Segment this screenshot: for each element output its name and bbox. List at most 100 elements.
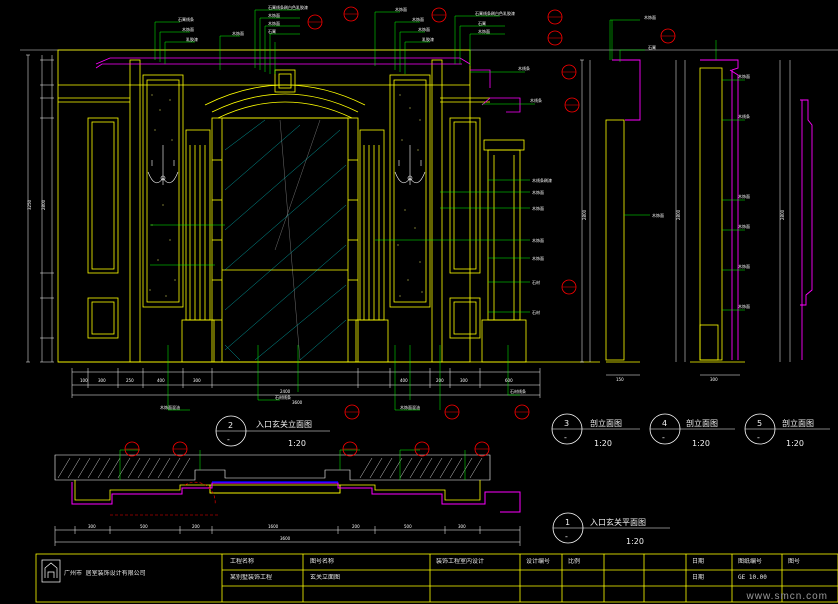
svg-text:木饰面: 木饰面 <box>738 193 750 199</box>
svg-text:木饰面: 木饰面 <box>532 237 544 243</box>
tb-number-label: 图号 <box>788 558 801 565</box>
svg-text:木饰面: 木饰面 <box>532 189 544 195</box>
svg-text:-: - <box>757 433 760 442</box>
view-title-1: 1 入口玄关平面图 1:20 - <box>552 512 670 546</box>
svg-text:300: 300 <box>88 524 96 529</box>
tb-date-label: 日期 <box>692 558 705 565</box>
svg-text:石膏线条刷白色乳胶漆: 石膏线条刷白色乳胶漆 <box>475 10 515 16</box>
svg-text:木饰面混油: 木饰面混油 <box>160 404 180 410</box>
svg-text:木饰面: 木饰面 <box>395 6 407 12</box>
annotation-leaders-right <box>150 71 535 313</box>
watermark: www.smcn.com <box>746 591 828 602</box>
svg-text:-: - <box>662 433 665 442</box>
svg-text:木饰面: 木饰面 <box>412 16 424 22</box>
svg-text:300: 300 <box>193 378 201 383</box>
tb-scale-label: 比例 <box>568 558 581 565</box>
view-title-4: 4 剖立面图 1:20 - <box>649 413 735 448</box>
view-2-title: 入口玄关立面图 <box>256 419 312 429</box>
bottom-dimension-chain <box>71 368 541 398</box>
svg-text:石材线条: 石材线条 <box>275 394 291 400</box>
view-title-symbols: 2 入口玄关立面图 1:20 - 3 剖立面图 1:20 - 4 剖立面图 1:… <box>215 413 830 546</box>
svg-text:-: - <box>564 433 567 442</box>
title-block: 广州市 居室装饰设计有限公司 工程名称 图号名称 装饰工程室内设计 设计编号 比… <box>40 554 838 604</box>
reference-tags <box>124 6 676 457</box>
svg-text:木饰面: 木饰面 <box>478 28 490 34</box>
view-title-3: 3 剖立面图 1:20 - <box>551 413 640 448</box>
tb-sheet-no-label: 图纸编号 <box>738 558 763 565</box>
svg-text:2400: 2400 <box>280 389 291 394</box>
view-2-number: 2 <box>228 421 233 430</box>
svg-text:3600: 3600 <box>292 400 303 405</box>
svg-text:木饰面: 木饰面 <box>652 212 664 218</box>
svg-text:300: 300 <box>460 378 468 383</box>
view-title-2: 2 入口玄关立面图 1:20 - <box>215 415 330 448</box>
svg-text:木饰面混油: 木饰面混油 <box>400 404 420 410</box>
svg-text:250: 250 <box>126 378 134 383</box>
svg-text:乳胶漆: 乳胶漆 <box>422 36 434 42</box>
tb-sheet-no-value: GE 10.00 <box>738 574 767 581</box>
tb-date-value: 日期 <box>692 574 705 581</box>
svg-text:木饰面: 木饰面 <box>532 205 544 211</box>
view-title-5: 5 剖立面图 1:20 - <box>744 413 830 448</box>
svg-text:木饰面: 木饰面 <box>644 14 656 20</box>
title-block-frame <box>35 553 838 603</box>
view-1-title: 入口玄关平面图 <box>590 517 646 527</box>
view-3-scale: 1:20 <box>594 439 612 448</box>
svg-text:木饰面: 木饰面 <box>738 223 750 229</box>
svg-text:300: 300 <box>458 524 466 529</box>
view-3-number: 3 <box>564 419 569 428</box>
view-1-scale: 1:20 <box>626 537 644 546</box>
svg-text:500: 500 <box>404 524 412 529</box>
svg-text:200: 200 <box>192 524 200 529</box>
view-4-number: 4 <box>662 419 667 428</box>
left-dimension-chain <box>40 55 54 363</box>
svg-text:2800: 2800 <box>582 209 587 220</box>
svg-text:木饰面: 木饰面 <box>532 255 544 261</box>
svg-text:100: 100 <box>80 378 88 383</box>
view-5-scale: 1:20 <box>786 439 804 448</box>
svg-text:200: 200 <box>352 524 360 529</box>
tb-drawing-name-value: 玄关立面图 <box>310 574 341 581</box>
svg-text:石膏线条刷白色乳胶漆: 石膏线条刷白色乳胶漆 <box>268 4 308 10</box>
svg-text:-: - <box>227 435 230 444</box>
tb-drawing-name-label: 图号名称 <box>310 558 335 565</box>
tb-project-value: 某别墅装饰工程 <box>230 574 273 581</box>
svg-text:木饰面: 木饰面 <box>738 263 750 269</box>
svg-text:2800: 2800 <box>676 209 681 220</box>
svg-text:3250: 3250 <box>27 199 32 210</box>
tb-project-label: 工程名称 <box>230 558 255 565</box>
svg-text:200: 200 <box>436 378 444 383</box>
wall-sconce-left <box>147 145 179 185</box>
svg-text:木饰面: 木饰面 <box>268 20 280 26</box>
svg-text:-: - <box>565 532 568 541</box>
view-5-title: 剖立面图 <box>782 418 814 428</box>
company-logo <box>41 559 61 583</box>
svg-text:石材线条: 石材线条 <box>510 388 526 394</box>
svg-text:木饰面: 木饰面 <box>182 26 194 32</box>
svg-text:乳胶漆: 乳胶漆 <box>186 36 198 42</box>
svg-text:石膏线条: 石膏线条 <box>178 16 194 22</box>
svg-text:1600: 1600 <box>268 524 279 529</box>
svg-text:木饰面: 木饰面 <box>418 26 430 32</box>
svg-text:2800: 2800 <box>41 199 46 210</box>
view-3-title: 剖立面图 <box>590 418 622 428</box>
svg-text:木饰面: 木饰面 <box>268 12 280 18</box>
tb-design-label: 装饰工程室内设计 <box>436 558 485 565</box>
svg-text:木饰面: 木饰面 <box>738 303 750 309</box>
wall-sconce-right <box>394 145 426 185</box>
annotation-leaders-bottom <box>167 345 520 411</box>
svg-text:木饰面: 木饰面 <box>232 30 244 36</box>
view-2-scale: 1:20 <box>288 439 306 448</box>
view-4-title: 剖立面图 <box>686 418 718 428</box>
annotation-leaders-top <box>154 9 505 74</box>
svg-text:300: 300 <box>98 378 106 383</box>
svg-text:600: 600 <box>505 378 513 383</box>
svg-text:石膏: 石膏 <box>478 20 486 26</box>
svg-text:150: 150 <box>616 377 624 382</box>
svg-text:木线条: 木线条 <box>530 97 542 103</box>
view-1-number: 1 <box>565 518 570 527</box>
